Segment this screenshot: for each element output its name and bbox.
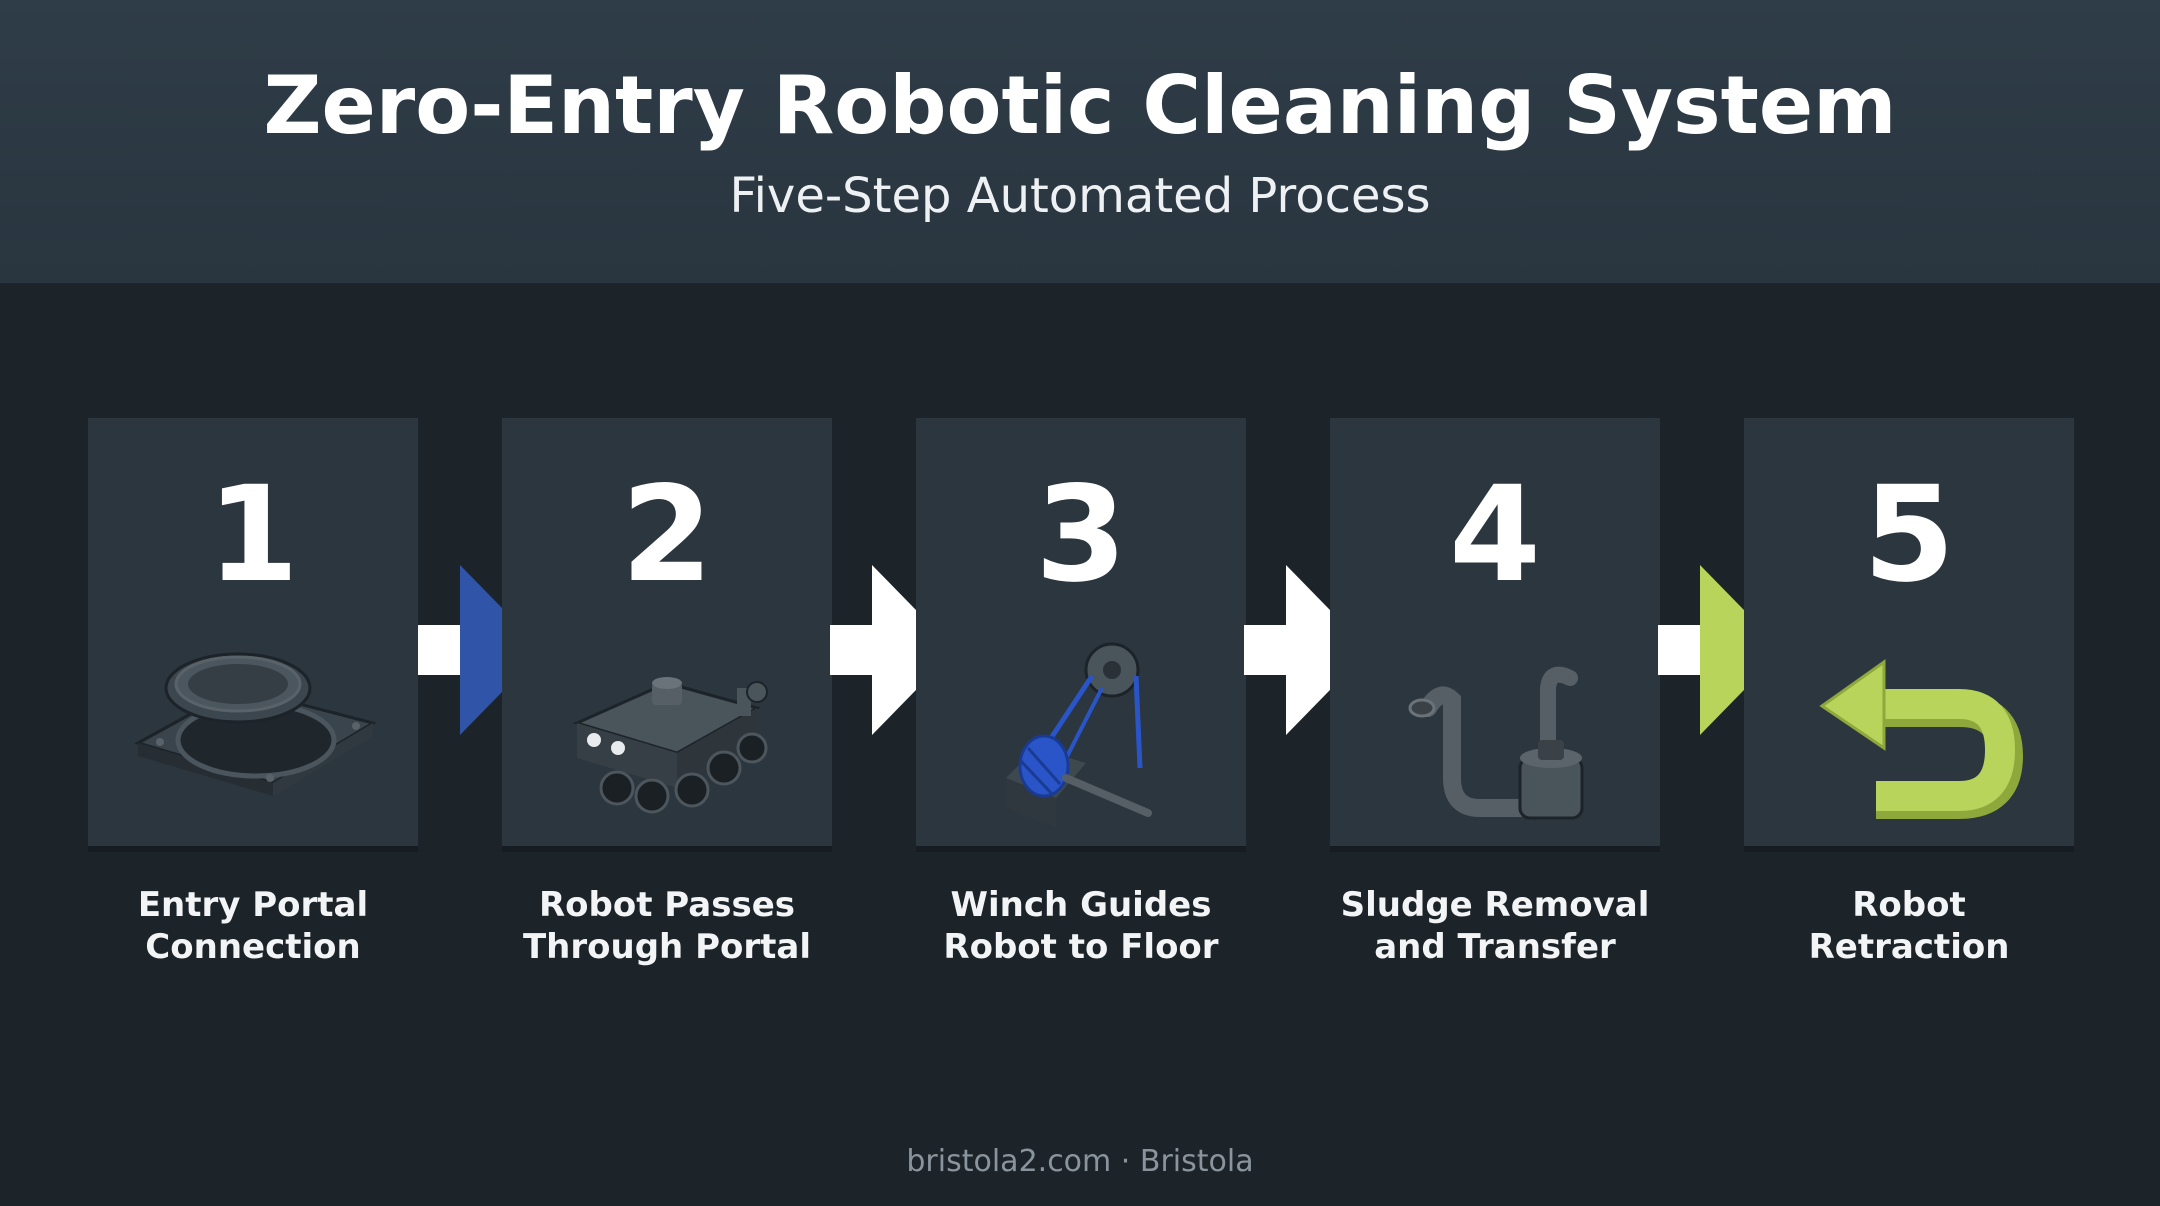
step-card-2: 2 — [502, 418, 832, 846]
step-card-1: 1 — [88, 418, 418, 846]
arrow-step-2-to-3 — [830, 565, 955, 735]
robot-crawler-icon — [572, 677, 768, 814]
return-arrow-icon — [1819, 659, 2023, 819]
header-banner: Zero-Entry Robotic Cleaning System Five-… — [0, 0, 2160, 283]
step-number: 5 — [1863, 458, 1955, 612]
step-label-2: Robot Passes Through Portal — [522, 885, 811, 967]
step-card-4: 4 — [1330, 418, 1660, 846]
winch-icon — [1006, 642, 1152, 828]
step-card-5: 5 — [1744, 418, 2074, 846]
page-subtitle: Five-Step Automated Process — [729, 168, 1431, 224]
step-number: 1 — [207, 458, 299, 612]
step-number: 3 — [1035, 458, 1127, 612]
step-number: 2 — [621, 458, 713, 612]
arrow-step-4-to-5 — [1658, 565, 1783, 735]
portal-hatch-icon — [134, 652, 377, 796]
arrow-step-3-to-4 — [1244, 565, 1369, 735]
step-label-5: Robot Retraction — [1808, 885, 2010, 967]
step-number: 4 — [1449, 458, 1541, 612]
arrow-step-1-to-2 — [418, 565, 543, 735]
footer-credit: bristola2.com · Bristola — [906, 1144, 1254, 1179]
step-label-1: Entry Portal Connection — [137, 885, 369, 967]
page-title: Zero-Entry Robotic Cleaning System — [263, 59, 1897, 152]
step-card-3: 3 — [916, 418, 1246, 846]
step-label-4: Sludge Removal and Transfer — [1340, 885, 1650, 967]
step-label-3: Winch Guides Robot to Floor — [943, 885, 1219, 967]
sludge-pipe-icon — [1408, 666, 1584, 820]
